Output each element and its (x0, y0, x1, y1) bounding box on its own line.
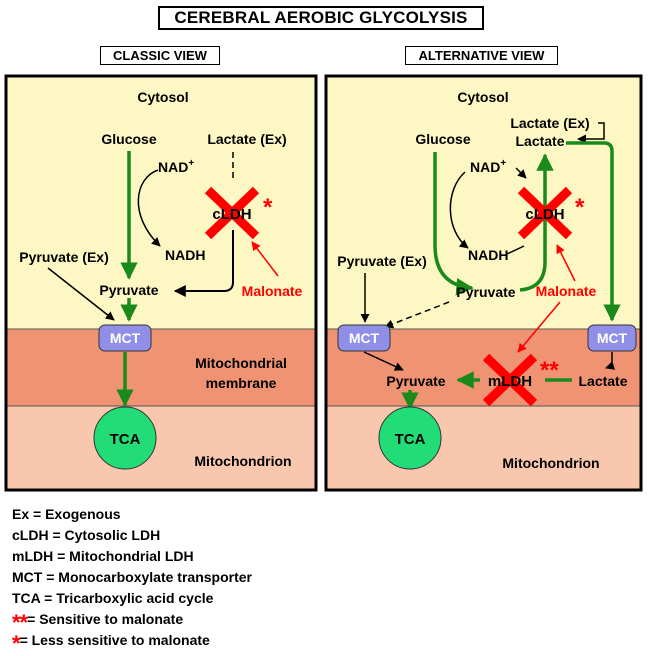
alt-mldh-label: mLDH (488, 373, 532, 390)
alt-glucose-label: Glucose (415, 131, 470, 147)
classic-mct-transporter (98, 324, 152, 352)
classic-cytosol-label: Cytosol (137, 89, 188, 105)
legend-text: = Sensitive to malonate (27, 611, 184, 627)
legend-item-sensitive: **= Sensitive to malonate (12, 609, 252, 634)
alt-mct-to-lactate-arrow (605, 352, 616, 370)
legend-item-less-sensitive: *= Less sensitive to malonate (12, 630, 252, 655)
classic-lactate-to-pyruvate-arrow (173, 230, 234, 297)
alt-mitochondrion-region (327, 406, 640, 489)
legend-text: Ex = Exogenous (12, 506, 121, 522)
classic-cldh-star: * (263, 194, 273, 221)
glycolysis-diagram: Cytosol Glucose Lactate (Ex) NAD+ NADH c… (4, 74, 643, 492)
alt-nadh-label: NADH (468, 247, 508, 263)
legend-text: mLDH = Mitochondrial LDH (12, 548, 194, 564)
alt-mito-lactate-label: Lactate (578, 373, 627, 389)
diagram-title: CEREBRAL AEROBIC GLYCOLYSIS (158, 6, 484, 30)
classic-panel: Cytosol Glucose Lactate (Ex) NAD+ NADH c… (4, 74, 318, 492)
classic-mct-label: MCT (110, 330, 141, 346)
classic-pyruvate-ex-label: Pyruvate (Ex) (19, 249, 108, 265)
alt-mct-right-transporter (587, 324, 637, 352)
classic-cldh-label: cLDH (212, 206, 251, 223)
legend-item-mct: MCT = Monocarboxylate transporter (12, 567, 252, 588)
double-star-symbol: ** (12, 610, 28, 635)
alt-cytosol-label: Cytosol (457, 89, 508, 105)
classic-mitochondrion-region (7, 406, 315, 489)
alt-lactate-ex-label: Lactate (Ex) (510, 115, 589, 131)
alt-cldh-label: cLDH (525, 206, 564, 223)
alt-tca-cycle (378, 406, 442, 470)
alt-pyruvate-label: Pyruvate (456, 284, 515, 300)
classic-membrane-region (7, 329, 315, 406)
legend-item-ex: Ex = Exogenous (12, 504, 252, 525)
alt-mldh-star: ** (540, 357, 559, 384)
alt-mct-left-transporter (337, 324, 391, 352)
alt-cytosol-region (327, 77, 640, 329)
classic-pyruvate-label: Pyruvate (99, 282, 158, 298)
classic-membrane-label-1: Mitochondrial (195, 355, 287, 371)
alt-tca-label: TCA (395, 431, 426, 448)
alt-mct-to-pyruvate-arrow (363, 351, 404, 371)
classic-tca-cycle (93, 406, 157, 470)
alternative-view-label: ALTERNATIVE VIEW (405, 46, 558, 65)
alt-nadh-side-arrow (506, 245, 525, 255)
single-star-symbol: * (12, 631, 21, 656)
classic-membrane-label-2: membrane (206, 375, 277, 391)
alt-mct-right-label: MCT (597, 330, 628, 346)
alt-lactate-label: Lactate (515, 133, 564, 149)
classic-panel-border (4, 74, 318, 492)
legend: Ex = Exogenous cLDH = Cytosolic LDH mLDH… (12, 504, 252, 655)
legend-text: cLDH = Cytosolic LDH (12, 527, 161, 543)
alt-panel-border (324, 74, 643, 492)
alt-nadh-nad-arrow (449, 171, 469, 249)
alt-malonate-up-arrow (556, 244, 576, 282)
classic-malonate-arrow (251, 241, 279, 277)
legend-item-mldh: mLDH = Mitochondrial LDH (12, 546, 252, 567)
classic-nad-nadh-arrow (137, 169, 161, 247)
classic-nadh-label: NADH (165, 247, 205, 263)
classic-cytosol-region (7, 77, 315, 329)
alt-pyruvate-to-lactate-arrow (519, 153, 554, 292)
alt-nad-side-arrow (515, 167, 527, 179)
classic-mitochondrion-label: Mitochondrion (194, 453, 291, 469)
legend-text: TCA = Tricarboxylic acid cycle (12, 590, 214, 606)
alt-mitochondrion-label: Mitochondrion (502, 455, 599, 471)
legend-item-cldh: cLDH = Cytosolic LDH (12, 525, 252, 546)
classic-nad-label: NAD+ (158, 158, 194, 175)
legend-text: = Less sensitive to malonate (19, 632, 210, 648)
classic-glucose-label: Glucose (101, 131, 156, 147)
alt-glycolysis-arrow (433, 152, 474, 296)
classic-cldh-inhibition-x (204, 186, 260, 240)
alt-lactate-ex-arrow (577, 122, 605, 144)
alt-cldh-star: * (575, 194, 585, 221)
alt-pyruvate-to-mct-dashed-arrow (384, 301, 450, 329)
alt-mct-left-label: MCT (349, 330, 380, 346)
classic-lactate-ex-label: Lactate (Ex) (207, 131, 286, 147)
alt-mldh-inhibition-x (482, 353, 538, 407)
classic-tca-label: TCA (110, 431, 141, 448)
classic-malonate-label: Malonate (242, 283, 303, 299)
alt-cldh-inhibition-x (517, 186, 573, 240)
legend-item-tca: TCA = Tricarboxylic acid cycle (12, 588, 252, 609)
classic-view-label: CLASSIC VIEW (100, 46, 220, 65)
legend-text: MCT = Monocarboxylate transporter (12, 569, 252, 585)
alt-malonate-down-arrow (517, 301, 561, 353)
classic-pyruvate-ex-arrow (47, 267, 115, 321)
alt-lactate-export-arrow (566, 141, 621, 322)
alt-nad-label: NAD+ (470, 158, 506, 175)
alt-pyruvate-ex-label: Pyruvate (Ex) (337, 253, 426, 269)
alt-malonate-label: Malonate (536, 283, 597, 299)
alt-mito-pyruvate-label: Pyruvate (386, 373, 445, 389)
alternative-panel: Cytosol Glucose Lactate (Ex) Lactate NAD… (324, 74, 643, 492)
